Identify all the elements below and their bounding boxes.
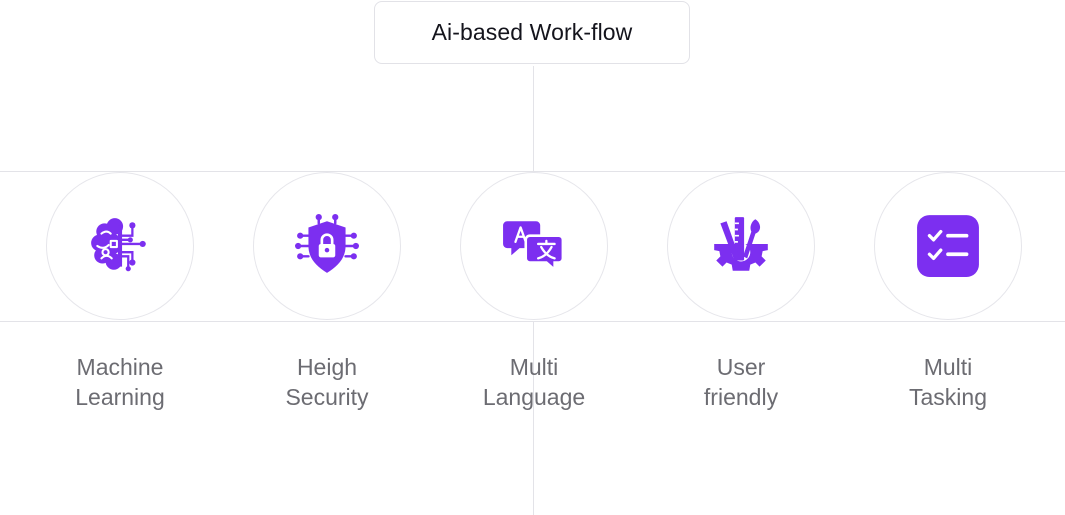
feature-label-line1: Heigh — [296, 354, 358, 380]
connector-line-top — [533, 66, 534, 172]
feature-label-line2: friendly — [703, 384, 779, 410]
feature-label: Heigh Security — [252, 352, 402, 412]
feature-machine-learning: Machine Learning — [45, 172, 195, 432]
checklist-icon — [917, 215, 979, 277]
brain-circuit-icon — [91, 218, 146, 272]
divider-line-lower — [0, 321, 1065, 322]
feature-label-line2: Security — [285, 384, 369, 410]
feature-label-line2: Learning — [75, 384, 165, 410]
feature-label: Multi Language — [459, 352, 609, 412]
feature-label: Multi Tasking — [873, 352, 1023, 412]
feature-icon-circle — [667, 172, 815, 320]
feature-label-line1: Machine — [76, 354, 164, 380]
translate-icon — [503, 221, 565, 273]
feature-label-line1: Multi — [923, 354, 973, 380]
feature-multi-language: Multi Language — [459, 172, 609, 432]
feature-user-friendly: User friendly — [666, 172, 816, 432]
feature-icon-circle — [46, 172, 194, 320]
feature-label-line1: User — [716, 354, 766, 380]
connector-line-bottom — [533, 321, 534, 515]
feature-heigh-security: Heigh Security — [252, 172, 402, 432]
feature-label-line2: Language — [482, 384, 586, 410]
feature-multi-tasking: Multi Tasking — [873, 172, 1023, 432]
feature-label: User friendly — [666, 352, 816, 412]
workflow-title: Ai-based Work-flow — [431, 19, 633, 45]
shield-lock-icon — [295, 214, 359, 273]
divider-line-upper — [0, 171, 1065, 172]
feature-label-line1: Multi — [509, 354, 559, 380]
feature-icon-circle — [253, 172, 401, 320]
design-gear-icon — [714, 217, 768, 271]
feature-icon-circle — [460, 172, 608, 320]
workflow-title-box: Ai-based Work-flow — [374, 1, 690, 64]
feature-icon-circle — [874, 172, 1022, 320]
feature-label-line2: Tasking — [909, 384, 987, 410]
feature-label: Machine Learning — [45, 352, 195, 412]
